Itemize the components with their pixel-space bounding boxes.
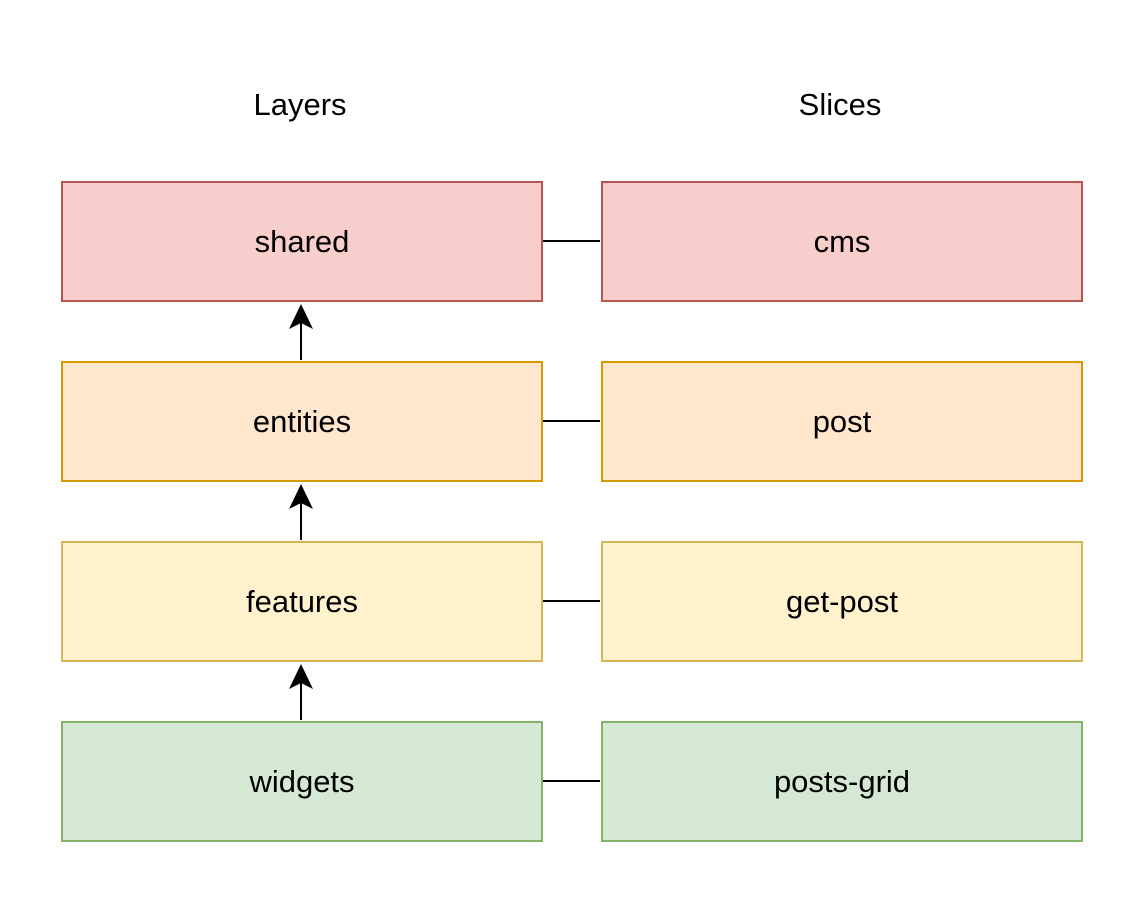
arrow-features-to-entities: [289, 484, 313, 540]
layer-box-shared: shared: [61, 181, 543, 302]
layer-box-widgets: widgets: [61, 721, 543, 842]
layer-label: shared: [254, 223, 350, 259]
layer-box-entities: entities: [61, 361, 543, 482]
slices-heading: Slices: [798, 87, 882, 122]
slice-label: cms: [813, 223, 871, 259]
layers-heading: Layers: [253, 87, 347, 122]
slice-label: post: [812, 403, 872, 439]
slice-box-posts-grid: posts-grid: [601, 721, 1083, 842]
slice-box-post: post: [601, 361, 1083, 482]
slice-box-get-post: get-post: [601, 541, 1083, 662]
layer-box-features: features: [61, 541, 543, 662]
arrow-entities-to-shared: [289, 304, 313, 360]
layer-label: widgets: [249, 763, 355, 799]
layer-label: entities: [252, 403, 352, 439]
layer-label: features: [245, 583, 358, 619]
arrow-widgets-to-features: [289, 664, 313, 720]
slice-label: get-post: [785, 583, 898, 619]
slice-label: posts-grid: [773, 763, 911, 799]
slice-box-cms: cms: [601, 181, 1083, 302]
